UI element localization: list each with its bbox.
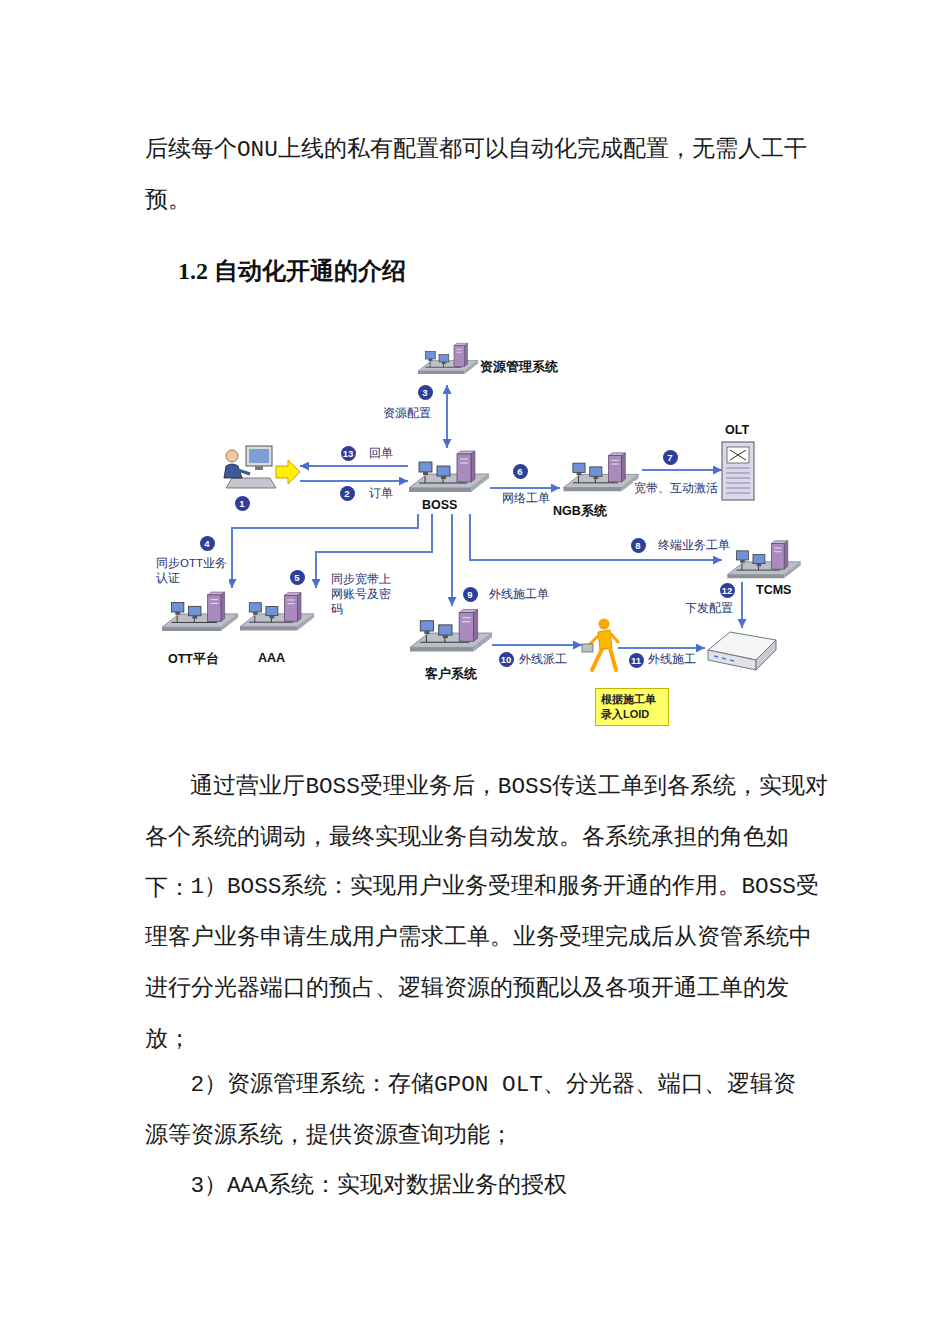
system-node: NGB系统 [560, 450, 642, 495]
server-icon [240, 593, 314, 631]
worker-figure [582, 619, 618, 671]
system-node: OLT [722, 442, 754, 500]
callout-number: 1 [235, 496, 250, 511]
server-icon [162, 592, 238, 631]
callout-number: 7 [663, 450, 678, 465]
callout-number: 12 [720, 583, 735, 598]
callout-number: 13 [341, 446, 356, 461]
modem-icon [708, 632, 776, 670]
system-node [218, 445, 300, 492]
server-icon [410, 609, 492, 651]
olt-rack [722, 442, 754, 500]
server-icon [727, 541, 800, 579]
node-label: TCMS [756, 583, 791, 597]
flow-arrow [642, 469, 722, 471]
flow-arrow [300, 465, 408, 467]
system-node: 根据施工单录入LOID [582, 618, 618, 672]
flow-arrow [451, 514, 453, 606]
edge-label: 同步宽带上网账号及密码 [330, 572, 392, 617]
system-node: OTT平台 [162, 588, 238, 636]
callout-number: 11 [629, 653, 644, 668]
edge-label: 宽带、互动激活 [633, 481, 719, 496]
node-label: 客户系统 [425, 666, 477, 683]
edge-label: 终端业务工单 [657, 538, 731, 553]
system-node: 客户系统 [410, 606, 492, 656]
section-title: 1.2 自动化开通的介绍 [178, 255, 406, 287]
edge-label: 外线施工 [647, 652, 697, 667]
node-label: AAA [258, 651, 285, 665]
edge-label: 下发配置 [684, 601, 734, 616]
edge-label: 外线派工 [518, 652, 568, 667]
callout-number: 6 [513, 464, 528, 479]
edge-label: 订单 [368, 486, 394, 501]
node-label: 资源管理系统 [480, 359, 558, 376]
callout-number: 4 [200, 536, 215, 551]
edge-label: 回单 [368, 446, 394, 461]
callout-number: 5 [290, 570, 305, 585]
flow-arrow [618, 647, 705, 649]
system-node [705, 628, 777, 672]
server-icon [409, 451, 489, 492]
edge-label: 外线施工单 [488, 587, 550, 602]
callout-number: 8 [631, 538, 646, 553]
node-label: NGB系统 [553, 503, 607, 520]
system-node: 资源管理系统 [418, 333, 562, 385]
body-paragraph: 1）BOSS系统：实现用户业务受理和服务开通的作用。BOSS受理客户业务申请生成… [145, 862, 820, 1066]
body-paragraph: 2）资源管理系统：存储GPON OLT、分光器、端口、逻辑资源等资源系统，提供资… [145, 1060, 815, 1162]
flow-arrow [741, 582, 743, 628]
server-icon [418, 343, 478, 374]
flow-arrow [300, 480, 408, 482]
note-box: 根据施工单录入LOID [595, 688, 669, 726]
callout-number: 9 [463, 587, 478, 602]
body-paragraph: 3）AAA系统：实现对数据业务的授权 [145, 1161, 815, 1212]
edge-label: 同步OTT业务认证 [155, 556, 229, 586]
callout-number: 2 [340, 486, 355, 501]
system-node: AAA [240, 588, 322, 636]
system-node: BOSS [408, 448, 490, 514]
edge-label: 资源配置 [382, 406, 432, 421]
user-icon [224, 446, 300, 488]
flow-arrow [490, 487, 560, 489]
flow-arrow [492, 644, 582, 646]
node-label: OTT平台 [168, 651, 219, 668]
flow-arrow [470, 514, 722, 560]
arrow-icon [276, 460, 300, 484]
callout-number: 3 [418, 385, 433, 400]
callout-number: 10 [499, 652, 514, 667]
body-paragraph: 后续每个ONU上线的私有配置都可以自动化完成配置，无需人工干预。 [145, 125, 810, 227]
flow-arrow [446, 385, 448, 448]
node-label: BOSS [422, 498, 457, 512]
server-icon [564, 453, 639, 491]
edge-label: 网络工单 [501, 491, 551, 506]
system-node: TCMS [722, 538, 806, 582]
node-label: OLT [725, 423, 749, 437]
